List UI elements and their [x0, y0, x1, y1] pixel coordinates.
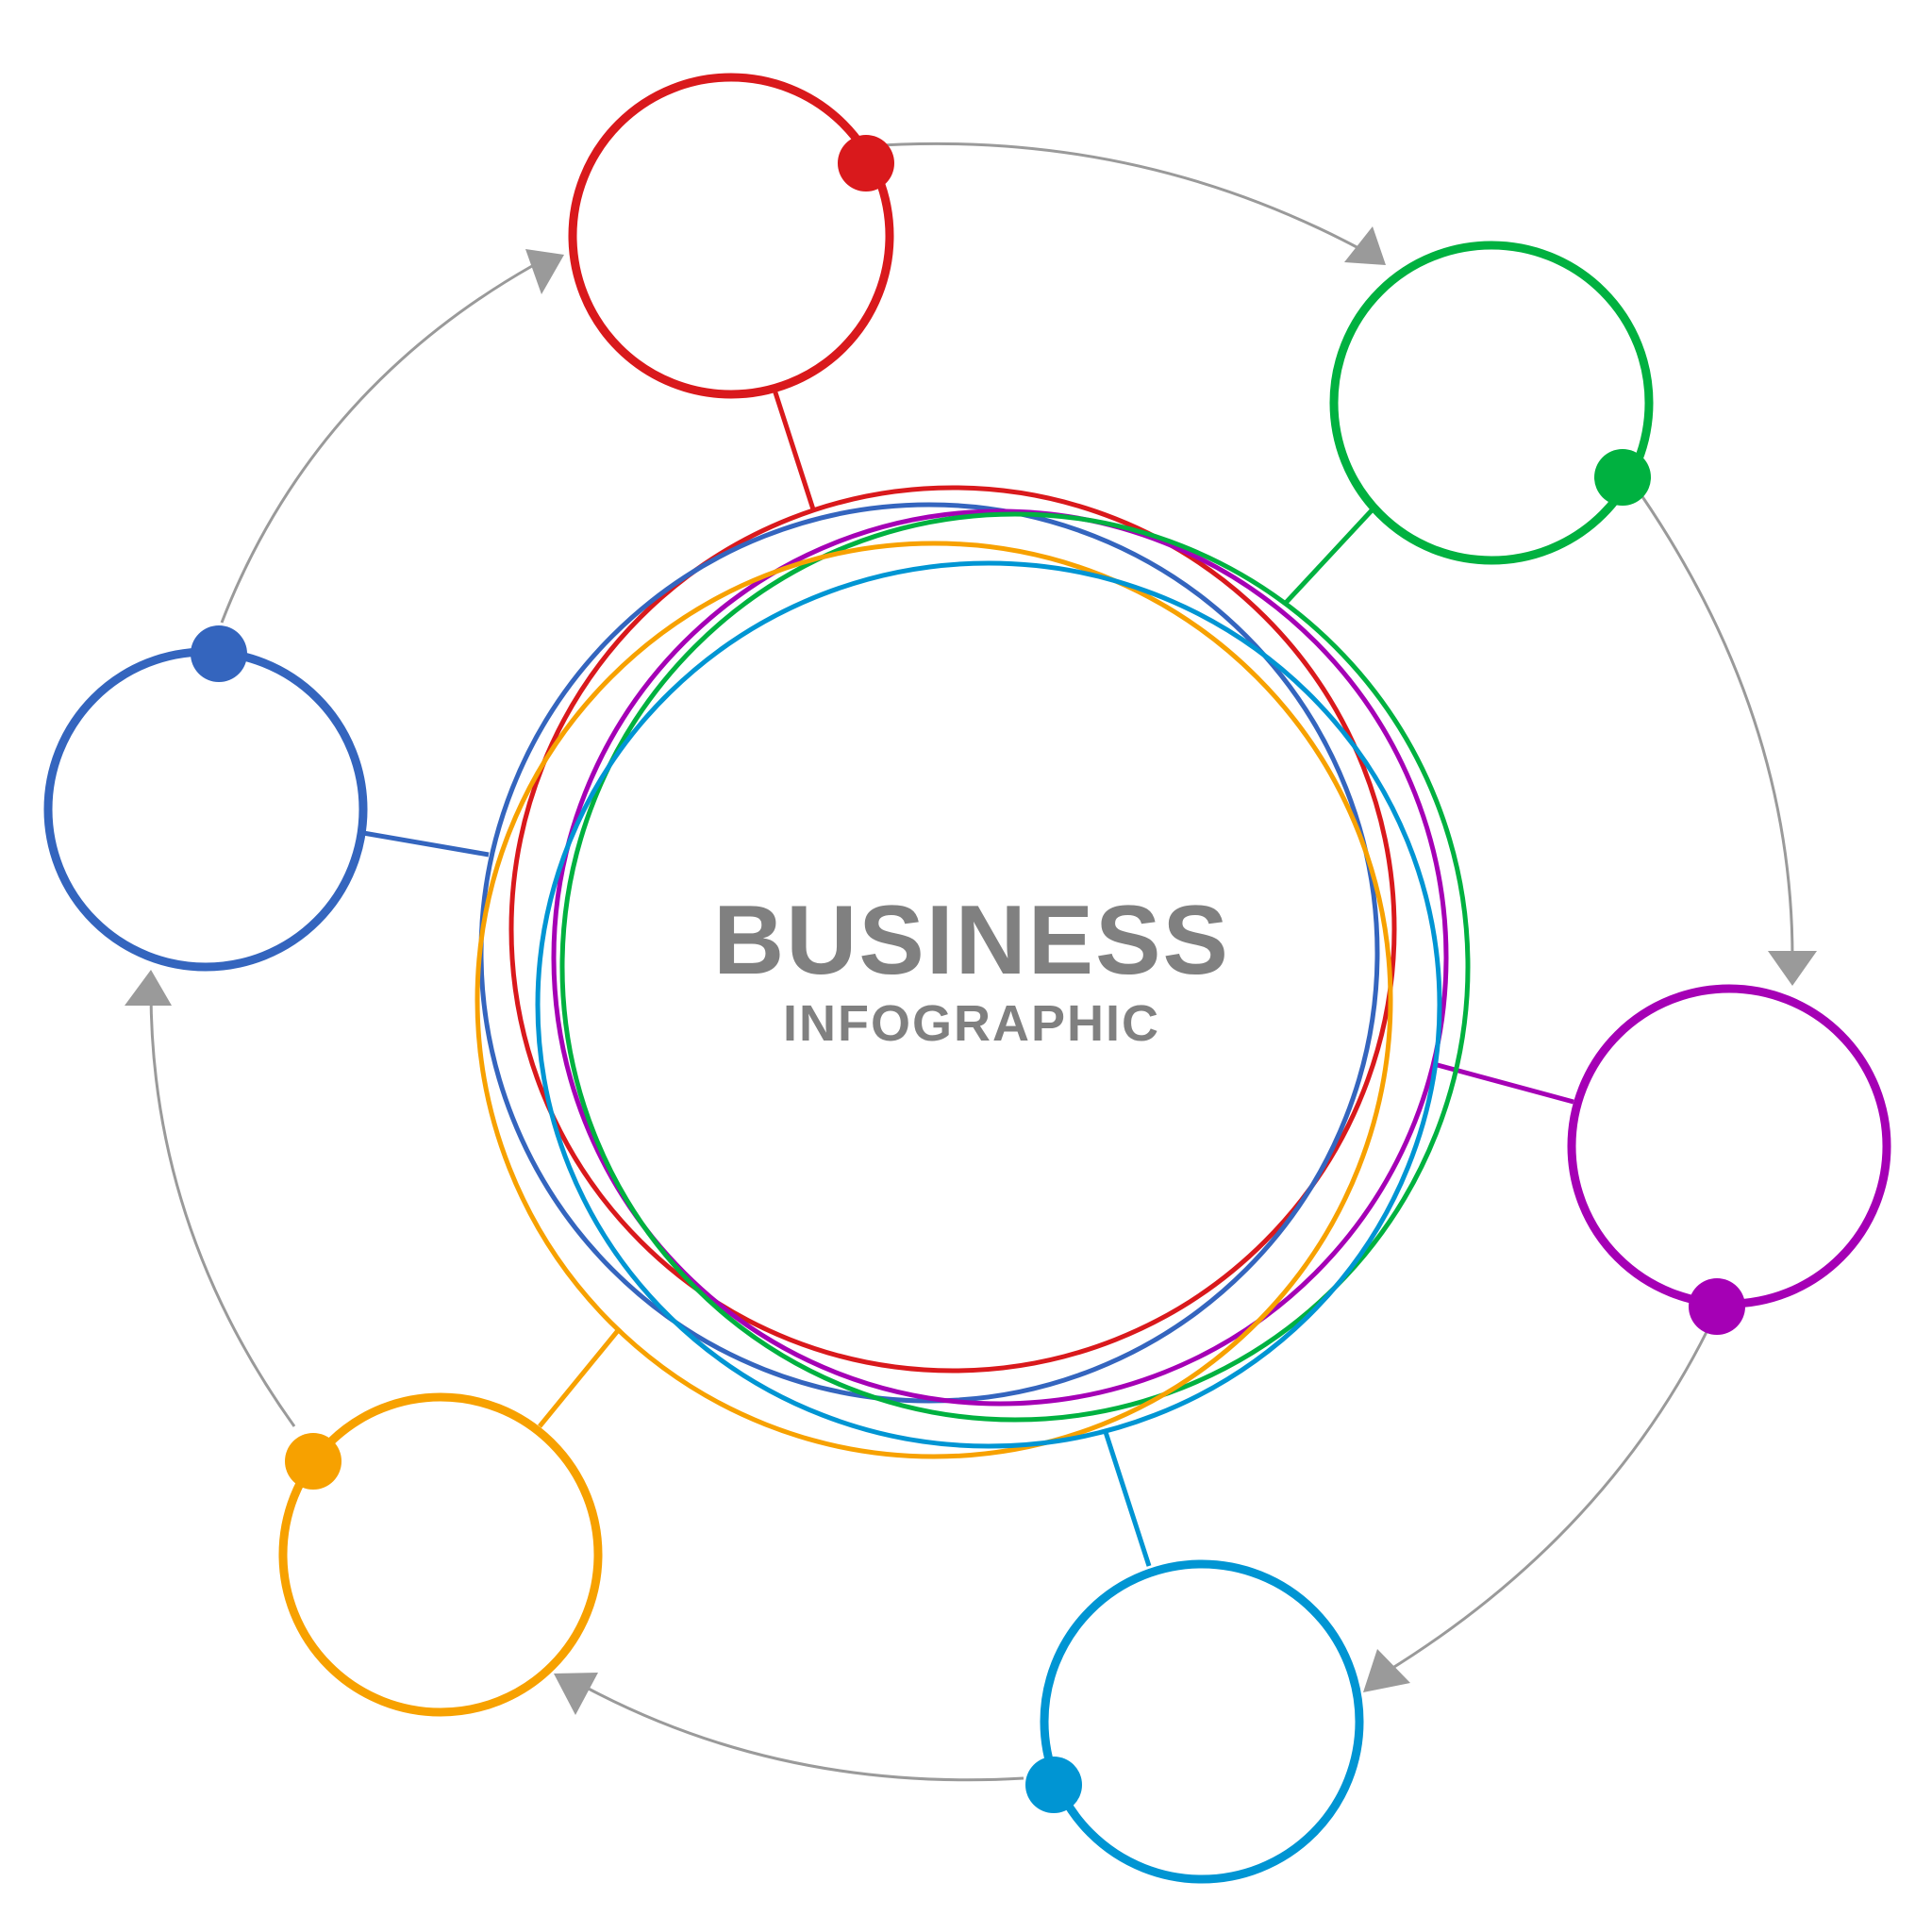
connector-orange: [538, 1326, 622, 1428]
node-purple[interactable]: [1567, 984, 1891, 1308]
arrow-red-to-green: [865, 142, 1361, 251]
center-ring-cyan: [535, 560, 1442, 1449]
node-cyan[interactable]: [1040, 1559, 1364, 1884]
center-ring-green: [559, 511, 1471, 1423]
arrow-orange-to-blue: [149, 990, 296, 1427]
dot-purple: [1689, 1278, 1745, 1335]
arrowhead-orange: [554, 1673, 598, 1715]
satellites: [43, 73, 1891, 1884]
arrowhead-purple: [1768, 951, 1817, 986]
center-ring-purple: [551, 508, 1449, 1407]
arrowhead-red: [525, 249, 564, 294]
connector-cyan: [1103, 1431, 1152, 1567]
center-ring-orange: [475, 541, 1393, 1459]
arrow-blue-to-red: [220, 264, 533, 624]
dot-red: [838, 135, 894, 192]
node-blue[interactable]: [43, 647, 368, 972]
dot-blue: [191, 625, 247, 682]
satellite-dots: [191, 135, 1745, 1813]
arrowhead-blue: [125, 970, 172, 1006]
connector-green: [1283, 508, 1374, 606]
arrowhead-green: [1344, 226, 1386, 265]
connector-blue: [362, 830, 490, 858]
arrow-cyan-to-orange: [584, 1685, 1024, 1782]
dot-orange: [285, 1433, 341, 1490]
center-ring-red: [508, 485, 1397, 1374]
cycle-arrows: [149, 142, 1794, 1782]
arrow-purple-to-cyan: [1386, 1329, 1709, 1674]
cycle-arrowheads: [125, 226, 1817, 1715]
node-orange[interactable]: [278, 1392, 603, 1717]
dot-cyan: [1025, 1757, 1082, 1813]
node-red[interactable]: [568, 73, 894, 399]
arrowhead-cyan: [1363, 1649, 1410, 1692]
center-subtitle: INFOGRAPHIC: [783, 995, 1160, 1052]
arrow-green-to-purple: [1640, 494, 1794, 958]
node-green[interactable]: [1329, 241, 1654, 565]
dot-green: [1594, 449, 1651, 506]
center-title: BUSINESS: [713, 886, 1230, 995]
center-rings: [475, 485, 1471, 1459]
connector-red: [771, 386, 816, 510]
